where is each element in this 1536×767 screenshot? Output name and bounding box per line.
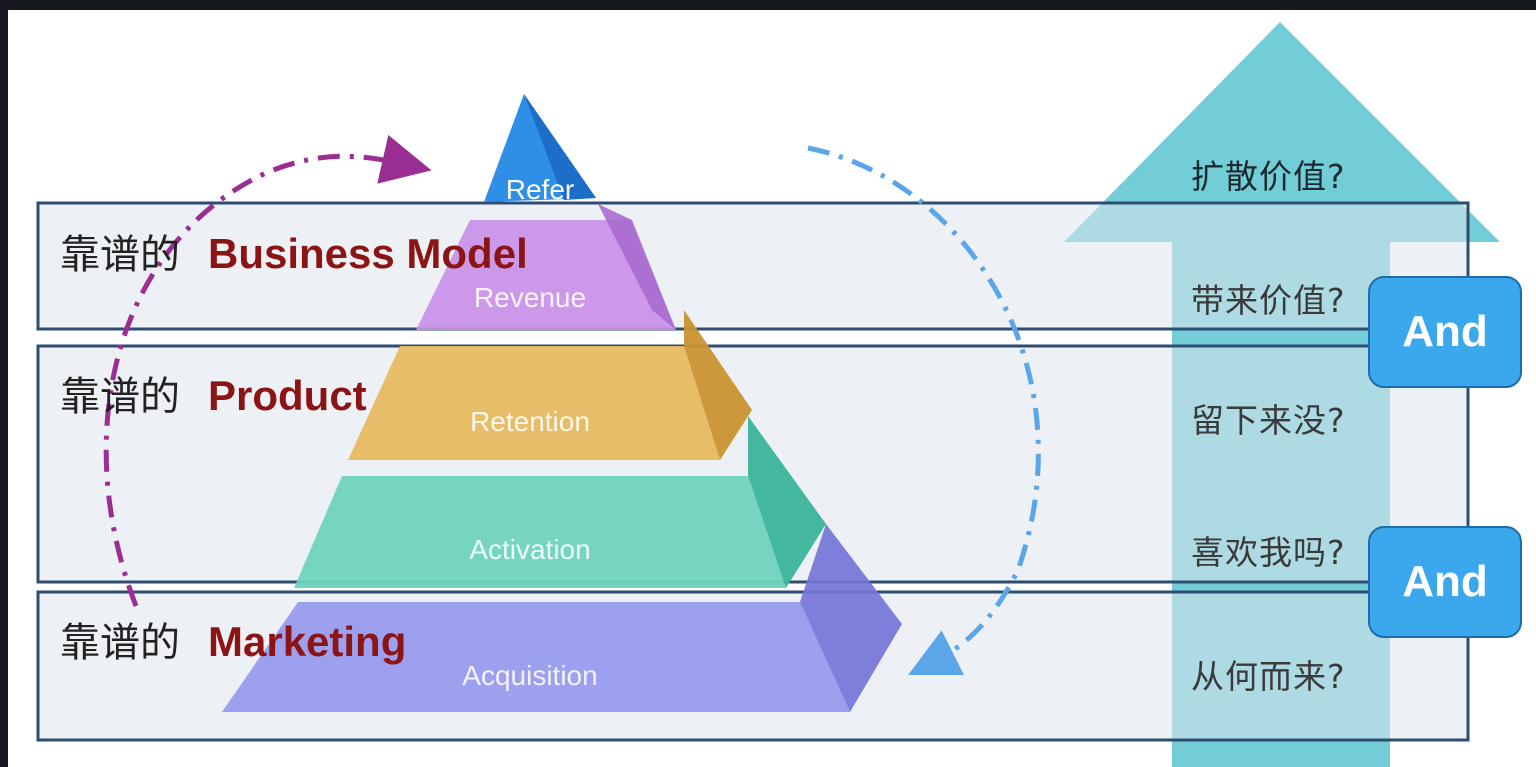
and-connector-top: And xyxy=(1368,276,1522,388)
blue-cycle-arrow xyxy=(807,145,1041,675)
purple-cycle-arrow xyxy=(103,134,432,607)
band-prefix: 靠谱的 xyxy=(60,374,180,420)
layer-activation xyxy=(294,476,786,588)
question-bring-value: 带来价值? xyxy=(1191,281,1346,320)
band-name: Product xyxy=(208,372,367,419)
band-prefix: 靠谱的 xyxy=(60,232,180,278)
label-refer: Refer xyxy=(505,174,575,205)
layer-retention xyxy=(348,346,720,460)
aarrr-pyramid xyxy=(222,94,902,712)
band-prefix: 靠谱的 xyxy=(60,620,180,666)
band-name: Business Model xyxy=(208,230,528,277)
label-acquisition: Acquisition xyxy=(462,660,598,691)
and-connector-bottom: And xyxy=(1368,526,1522,638)
band-title-business-model: 靠谱的 Business Model xyxy=(60,222,528,280)
question-like-me: 喜欢我吗? xyxy=(1191,533,1346,572)
question-from-where: 从何而来? xyxy=(1191,657,1346,696)
label-retention: Retention xyxy=(470,406,590,437)
cycle-arrows xyxy=(103,134,1041,675)
band-title-marketing: 靠谱的 Marketing xyxy=(60,610,406,668)
question-stay: 留下来没? xyxy=(1191,401,1346,440)
band-business-model xyxy=(36,201,1470,331)
band-title-product: 靠谱的 Product xyxy=(60,364,367,422)
label-revenue: Revenue xyxy=(473,282,587,313)
question-spread-value: 扩散价值? xyxy=(1191,157,1346,196)
label-activation: Activation xyxy=(469,534,591,565)
diagram-canvas: Refer Revenue Retention Activation Acqui… xyxy=(8,10,1536,767)
band-name: Marketing xyxy=(208,618,407,665)
layer-acquisition xyxy=(222,602,850,712)
layer-revenue xyxy=(416,220,676,330)
